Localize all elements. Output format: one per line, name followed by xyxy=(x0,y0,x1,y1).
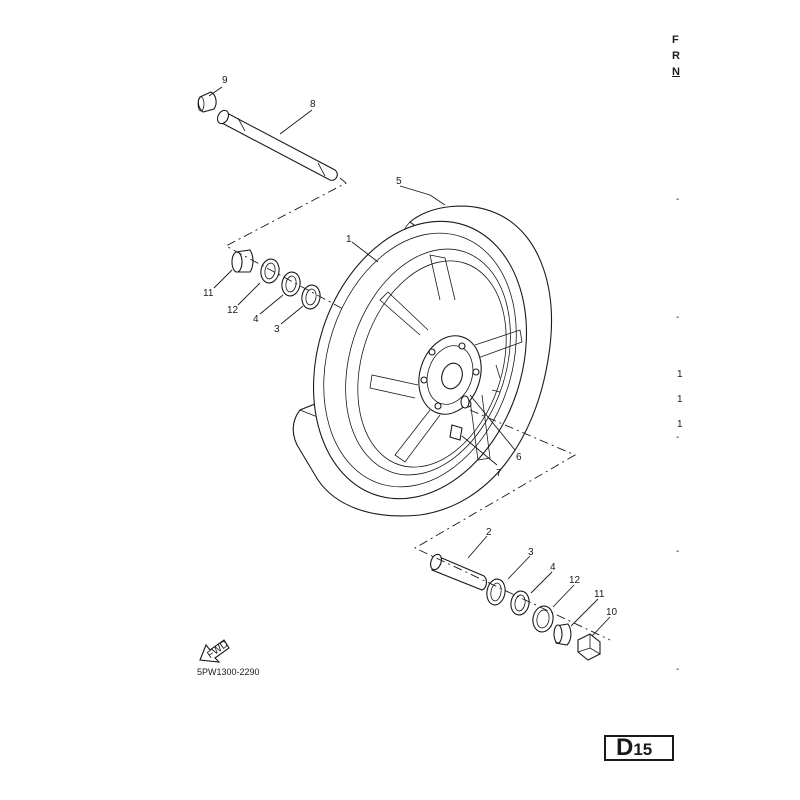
callout-4-left: 4 xyxy=(253,314,259,325)
callout-5: 5 xyxy=(396,176,402,187)
collar-left-part xyxy=(231,249,254,273)
callout-10: 10 xyxy=(606,607,618,618)
callout-7: 7 xyxy=(496,468,502,479)
callout-1: 1 xyxy=(346,234,352,245)
page-reference-box: D 15 xyxy=(604,735,674,761)
fwd-arrow-icon: FWD xyxy=(199,639,230,663)
header-line-1: F xyxy=(672,34,679,46)
fwd-label: FWD xyxy=(205,639,230,661)
axle-cap-part xyxy=(197,91,217,113)
callout-3-right: 3 xyxy=(528,547,534,558)
page-reference-letter: D xyxy=(616,734,634,761)
callout-11-right: 11 xyxy=(594,589,605,600)
margin-number-1: 1 xyxy=(677,369,683,380)
oil-seal-right-part xyxy=(532,605,554,633)
callout-4-right: 4 xyxy=(550,562,556,573)
callout-11-left: 11 xyxy=(203,288,214,299)
callout-6: 6 xyxy=(516,452,522,463)
bearing-left-2-part xyxy=(301,284,321,310)
callout-2: 2 xyxy=(486,527,492,538)
wheel-rim-part xyxy=(312,220,528,500)
axis-line-upper xyxy=(225,177,347,311)
spacer-right-part xyxy=(430,553,487,591)
bolt-part-6 xyxy=(460,395,470,409)
callout-12-left: 12 xyxy=(227,305,239,316)
axle-bolt-part xyxy=(577,633,601,661)
collar-right-part xyxy=(553,623,572,646)
pin-part-7 xyxy=(449,424,463,441)
margin-number-2: 1 xyxy=(677,394,683,405)
bearing-left-part xyxy=(281,271,301,297)
callout-3-left: 3 xyxy=(274,324,280,335)
header-line-2: R xyxy=(672,50,680,62)
header-line-3: N xyxy=(672,66,680,78)
margin-dash-1: - xyxy=(676,194,680,205)
bearing-right-2-part xyxy=(510,590,530,616)
margin-dash-2: - xyxy=(676,312,680,323)
margin-dash-3: - xyxy=(676,432,680,443)
margin-number-3: 1 xyxy=(677,419,683,430)
oil-seal-left-part xyxy=(260,258,280,284)
margin-dash-4: - xyxy=(676,546,680,557)
callout-9: 9 xyxy=(222,75,228,86)
diagram-code: 5PW1300-2290 xyxy=(197,667,260,677)
page-reference-number: 15 xyxy=(633,740,653,759)
bearing-right-part xyxy=(486,578,506,606)
margin-dash-5: - xyxy=(676,664,680,675)
leader-lines xyxy=(208,86,611,637)
callout-8: 8 xyxy=(310,99,316,110)
axle-part xyxy=(216,109,338,181)
axis-line-lower xyxy=(414,409,611,641)
callout-12-right: 12 xyxy=(569,575,581,586)
